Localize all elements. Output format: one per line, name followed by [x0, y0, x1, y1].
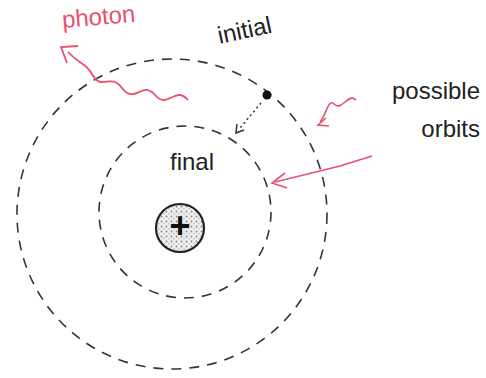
inner-orbit — [99, 126, 271, 298]
leader-arrowhead — [272, 173, 287, 188]
photon-wave — [68, 52, 188, 100]
orbit-label: initial — [215, 11, 274, 51]
charge-symbol: + — [165, 206, 195, 246]
photon-arrowhead — [61, 46, 78, 63]
transition-arrow — [240, 103, 261, 128]
orbits-label: possible orbits — [362, 72, 480, 149]
nucleus — [156, 204, 204, 252]
electron — [263, 91, 272, 100]
outer-orbit — [17, 59, 327, 369]
orbit-label: final — [170, 148, 214, 177]
leader-arrowhead — [318, 118, 329, 126]
photon-label: photon — [61, 0, 137, 35]
leader-line — [275, 156, 372, 182]
transition-arrowhead — [236, 124, 244, 133]
